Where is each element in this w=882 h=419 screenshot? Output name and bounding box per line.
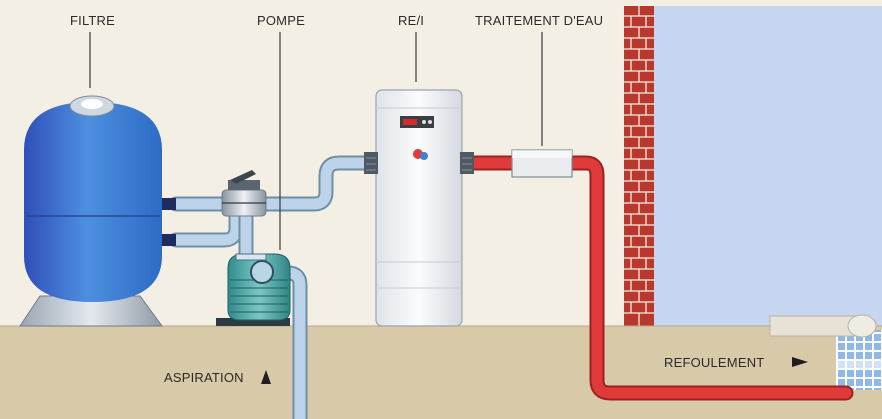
multiport-valve [221, 170, 267, 217]
ground [0, 326, 882, 419]
brick-wall [624, 6, 654, 326]
label-pompe: POMPE [257, 13, 305, 28]
pool-edge [769, 314, 882, 390]
label-rei: RE/I [398, 13, 424, 28]
heater-unit [364, 89, 474, 327]
arrow-right-icon [792, 357, 808, 367]
pipe-hot [454, 155, 854, 401]
filter-tank [19, 95, 176, 327]
pool-water [652, 6, 882, 326]
label-refoulement: REFOULEMENT [664, 355, 764, 370]
label-filtre: FILTRE [70, 13, 115, 28]
water-treatment-unit [511, 149, 573, 178]
pool-pump [216, 253, 291, 326]
label-aspiration: ASPIRATION [164, 370, 244, 385]
arrow-up-icon [261, 370, 271, 384]
label-traitement: TRAITEMENT D'EAU [475, 13, 603, 28]
